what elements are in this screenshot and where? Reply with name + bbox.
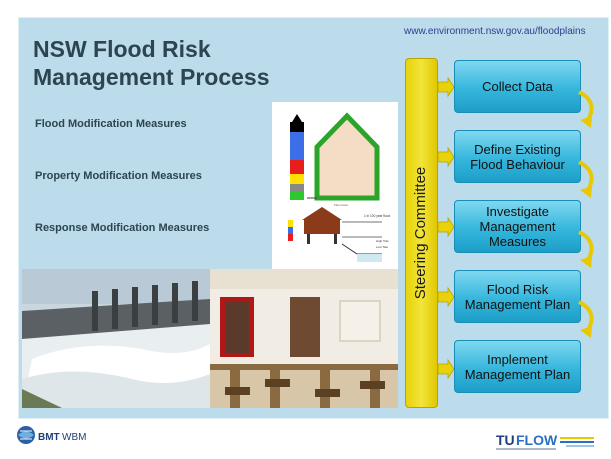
measure-property: Property Modification Measures xyxy=(35,170,202,182)
step-implement-plan: Implement Management Plan xyxy=(454,340,581,393)
step-define-flood-behaviour: Define Existing Flood Behaviour xyxy=(454,130,581,183)
step-arrows xyxy=(578,90,594,338)
svg-text:1 in 100 year flood: 1 in 100 year flood xyxy=(364,214,390,218)
svg-text:TU: TU xyxy=(496,432,515,448)
source-url: www.environment.nsw.gov.au/floodplains xyxy=(404,26,586,37)
dam-spillway-photo xyxy=(22,269,210,408)
steering-connectors xyxy=(438,76,455,380)
measure-flood: Flood Modification Measures xyxy=(35,118,187,130)
measure-response: Response Modification Measures xyxy=(35,222,210,234)
svg-text:Floor level: Floor level xyxy=(334,203,348,207)
steering-committee-bar xyxy=(405,58,438,408)
raised-house-photo xyxy=(210,269,398,408)
tuflow-logo: TU FLOW xyxy=(494,430,597,452)
steering-committee-label: Steering Committee xyxy=(412,166,429,300)
step-flood-risk-plan: Flood Risk Management Plan xyxy=(454,270,581,323)
bmt-wbm-logo: BMT WBM xyxy=(16,422,96,453)
svg-text:Low Tide: Low Tide xyxy=(376,245,388,249)
house-diagram: Floor level 1 in 100 year flood High Tid… xyxy=(272,102,398,270)
slide-title: NSW Flood Risk Management Process xyxy=(33,36,270,90)
svg-text:WBM: WBM xyxy=(62,432,86,443)
step-investigate-measures: Investigate Management Measures xyxy=(454,200,581,253)
house-diagram-illustration: Floor level 1 in 100 year flood High Tid… xyxy=(288,112,390,262)
svg-text:FLOW: FLOW xyxy=(516,432,558,448)
step-collect-data: Collect Data xyxy=(454,60,581,113)
svg-text:BMT: BMT xyxy=(38,432,60,443)
svg-text:High Tide: High Tide xyxy=(376,239,389,243)
